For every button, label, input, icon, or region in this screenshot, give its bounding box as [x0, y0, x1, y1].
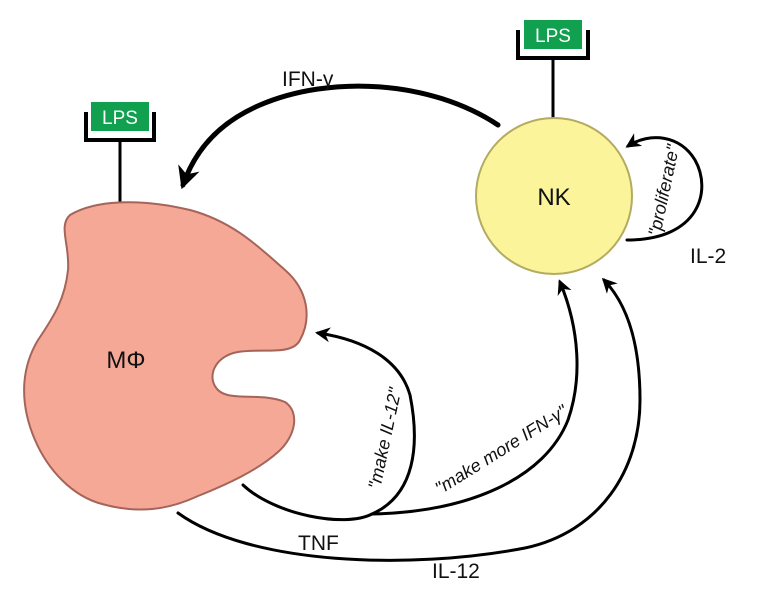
nk-label: NK	[537, 184, 570, 211]
nk-lps-receptor: LPS	[516, 18, 590, 124]
proliferate-message: "proliferate"	[644, 141, 683, 238]
make-il12-message: "make IL-12"	[364, 385, 405, 491]
il12-label: IL-12	[432, 560, 480, 583]
tnf-label: TNF	[298, 532, 339, 555]
il2-self-loop-arrow	[625, 133, 704, 242]
nk-lps-box	[522, 18, 584, 51]
nk-lps-label: LPS	[535, 26, 571, 47]
tnf-to-nk-arrow	[370, 279, 579, 516]
ifn-gamma-arrow	[178, 83, 501, 190]
ifn-gamma-label: IFN-γ	[282, 68, 334, 91]
macrophage-lps-box	[89, 100, 151, 133]
macrophage-lps-receptor: LPS	[84, 100, 156, 205]
macrophage-cell	[23, 201, 308, 511]
il2-label: IL-2	[690, 245, 726, 268]
tnf-to-macrophage-arrow	[241, 327, 416, 522]
nk-cell	[475, 117, 633, 275]
il12-arrow	[176, 277, 642, 562]
macrophage-lps-label: LPS	[102, 108, 138, 129]
macrophage-label: MΦ	[106, 347, 145, 374]
